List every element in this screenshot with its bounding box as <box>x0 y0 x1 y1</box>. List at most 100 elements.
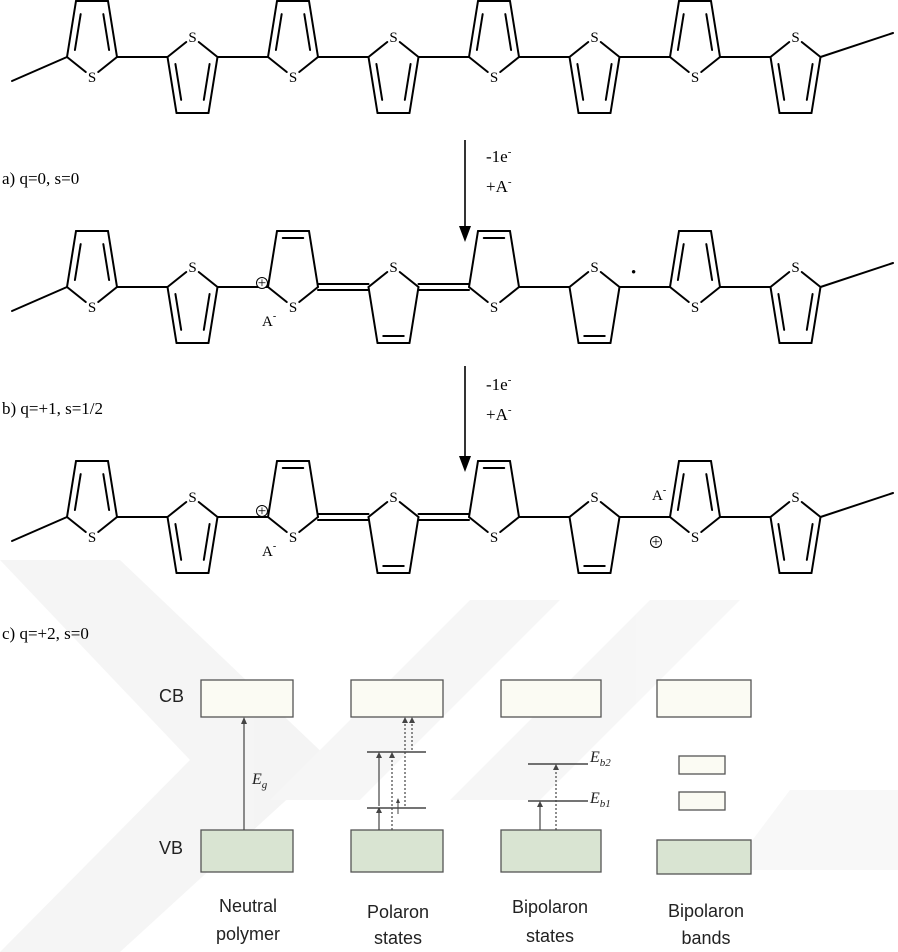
bond <box>499 286 520 304</box>
bond <box>819 32 894 58</box>
bond <box>710 460 721 518</box>
sulfur-atom: S <box>490 300 498 316</box>
bond <box>11 516 68 542</box>
counterion-label: A- <box>652 485 666 504</box>
bond <box>475 13 484 51</box>
bond <box>599 270 621 288</box>
bond <box>66 460 77 518</box>
bond <box>107 0 118 58</box>
bond <box>669 460 680 518</box>
valence-band <box>656 839 752 875</box>
bond <box>207 286 219 344</box>
bond <box>298 516 319 534</box>
valence-band <box>500 829 602 873</box>
sulfur-atom: S <box>289 300 297 316</box>
bond <box>509 460 520 518</box>
sulfur-atom: S <box>791 30 799 46</box>
bond <box>468 460 479 518</box>
bond <box>308 230 319 288</box>
bond <box>267 230 278 288</box>
bond <box>11 56 68 82</box>
conduction-band <box>656 679 752 718</box>
bond <box>609 516 621 574</box>
bond <box>604 63 613 101</box>
bond <box>107 460 118 518</box>
bond <box>174 293 183 331</box>
bond <box>73 473 82 511</box>
bond <box>398 40 420 58</box>
caption-polaron: b) q=+1, s=1/2 <box>2 399 103 418</box>
bond <box>669 230 680 288</box>
bond <box>777 293 786 331</box>
bond <box>669 0 680 58</box>
bond <box>403 63 412 101</box>
sulfur-atom: S <box>188 260 196 276</box>
bond <box>202 293 211 331</box>
bond <box>66 56 87 74</box>
bond <box>769 270 791 288</box>
bond <box>267 460 278 518</box>
bond <box>197 500 219 518</box>
bond <box>166 286 178 344</box>
bond <box>367 500 389 518</box>
bond <box>202 523 211 561</box>
bond <box>800 500 822 518</box>
bond <box>303 13 312 51</box>
column-polaron-states <box>350 679 444 873</box>
bond <box>97 516 118 534</box>
bond <box>805 293 814 331</box>
bond <box>166 56 178 114</box>
bond <box>197 40 219 58</box>
column-bipolaron-states: Eb2 Eb1 <box>500 679 611 873</box>
bond <box>710 230 721 288</box>
counterion-label: A- <box>262 541 276 560</box>
bond <box>102 473 111 511</box>
bond <box>769 500 791 518</box>
bond <box>267 56 288 74</box>
caption-neutral: a) q=0, s=0 <box>2 169 79 188</box>
bond <box>367 516 379 574</box>
sulfur-atom: S <box>791 260 799 276</box>
bond <box>800 40 822 58</box>
bond <box>97 286 118 304</box>
conduction-band <box>350 679 444 718</box>
bond <box>700 286 721 304</box>
bipolaron-level-upper-label: Eb2 <box>589 749 611 769</box>
bond <box>700 516 721 534</box>
bond <box>166 40 188 58</box>
bond <box>174 63 183 101</box>
bond <box>599 500 621 518</box>
sulfur-atom: S <box>188 30 196 46</box>
valence-band <box>200 829 294 873</box>
bond <box>66 516 87 534</box>
sulfur-atom: S <box>490 530 498 546</box>
bond <box>308 0 319 58</box>
bond <box>769 516 781 574</box>
svg-text:+: + <box>258 276 266 292</box>
bond <box>810 286 822 344</box>
bond <box>568 286 580 344</box>
bond <box>202 63 211 101</box>
bond <box>468 230 479 288</box>
chain-b-charges: + A- • <box>256 265 636 330</box>
sulfur-atom: S <box>389 260 397 276</box>
bond <box>710 0 721 58</box>
bond <box>810 516 822 574</box>
bond <box>669 56 690 74</box>
bond <box>166 500 188 518</box>
bond <box>102 13 111 51</box>
bond <box>468 286 489 304</box>
bond <box>267 0 278 58</box>
sulfur-atom: S <box>590 490 598 506</box>
bond <box>800 270 822 288</box>
bond <box>267 516 288 534</box>
bond <box>367 56 379 114</box>
bond <box>676 243 685 281</box>
sulfur-atom: S <box>691 530 699 546</box>
bond <box>107 230 118 288</box>
sulfur-atom: S <box>188 490 196 506</box>
bond <box>197 270 219 288</box>
radical-dot-icon: • <box>631 265 636 281</box>
